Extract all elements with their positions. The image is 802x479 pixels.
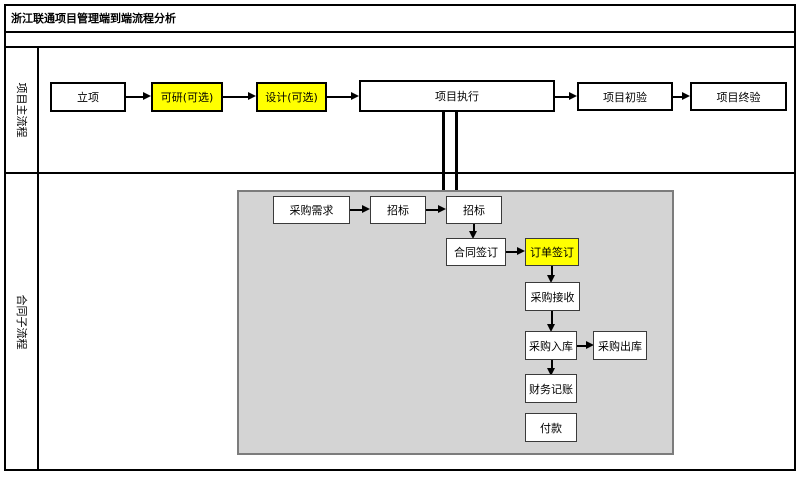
node-bidding-1[interactable]: 招标	[370, 196, 426, 224]
subprocess-connector-line-right	[455, 112, 458, 190]
node-purchase-warehouse-out[interactable]: 采购出库	[593, 331, 647, 360]
node-design-optional[interactable]: 设计(可选)	[256, 82, 327, 112]
node-bidding-2[interactable]: 招标	[446, 196, 502, 224]
node-purchase-warehouse-in[interactable]: 采购入库	[525, 331, 577, 360]
header-band-line	[4, 46, 796, 48]
subprocess-connector-line-left	[442, 112, 445, 190]
node-final-acceptance[interactable]: 项目终验	[690, 82, 787, 111]
node-order-signing[interactable]: 订单签订	[525, 238, 579, 266]
arrow-bidding1-to-bidding2	[426, 206, 446, 213]
contract-subprocess-container	[237, 190, 674, 455]
node-contract-signing[interactable]: 合同签订	[446, 238, 506, 266]
arrow-feasibility-to-design	[223, 93, 256, 100]
arrow-design-to-execution	[327, 93, 359, 100]
lane-label-contract-subprocess: 合同子流程	[15, 294, 28, 350]
arrow-bidding2-to-contract-signing	[470, 224, 477, 239]
page-title: 浙江联通项目管理端到端流程分析	[11, 12, 176, 25]
lane-label-main-process: 项目主流程	[15, 82, 28, 138]
arrow-warehouse-in-to-out	[577, 342, 594, 349]
node-financial-bookkeeping[interactable]: 财务记账	[525, 374, 577, 403]
lane-label-column-line	[37, 46, 39, 471]
node-project-initiation[interactable]: 立项	[50, 82, 126, 112]
arrow-initiation-to-feasibility	[126, 93, 151, 100]
lane-divider-line	[4, 172, 796, 174]
node-initial-acceptance[interactable]: 项目初验	[577, 82, 673, 111]
node-purchase-receipt[interactable]: 采购接收	[525, 282, 580, 311]
node-purchase-demand[interactable]: 采购需求	[273, 196, 350, 224]
arrow-initial-to-final-acceptance	[673, 93, 690, 100]
arrow-execution-to-initial-acceptance	[555, 93, 577, 100]
node-project-execution[interactable]: 项目执行	[359, 80, 555, 112]
outer-border	[4, 4, 796, 471]
arrow-demand-to-bidding1	[350, 206, 370, 213]
title-divider-line	[4, 31, 796, 33]
node-payment[interactable]: 付款	[525, 413, 577, 442]
arrow-order-to-purchase-receipt	[548, 266, 555, 283]
node-feasibility-optional[interactable]: 可研(可选)	[151, 82, 223, 112]
arrow-warehouse-in-to-bookkeeping	[548, 360, 555, 376]
arrow-contract-to-order-signing	[506, 248, 525, 255]
arrow-receipt-to-warehouse-in	[548, 311, 555, 332]
